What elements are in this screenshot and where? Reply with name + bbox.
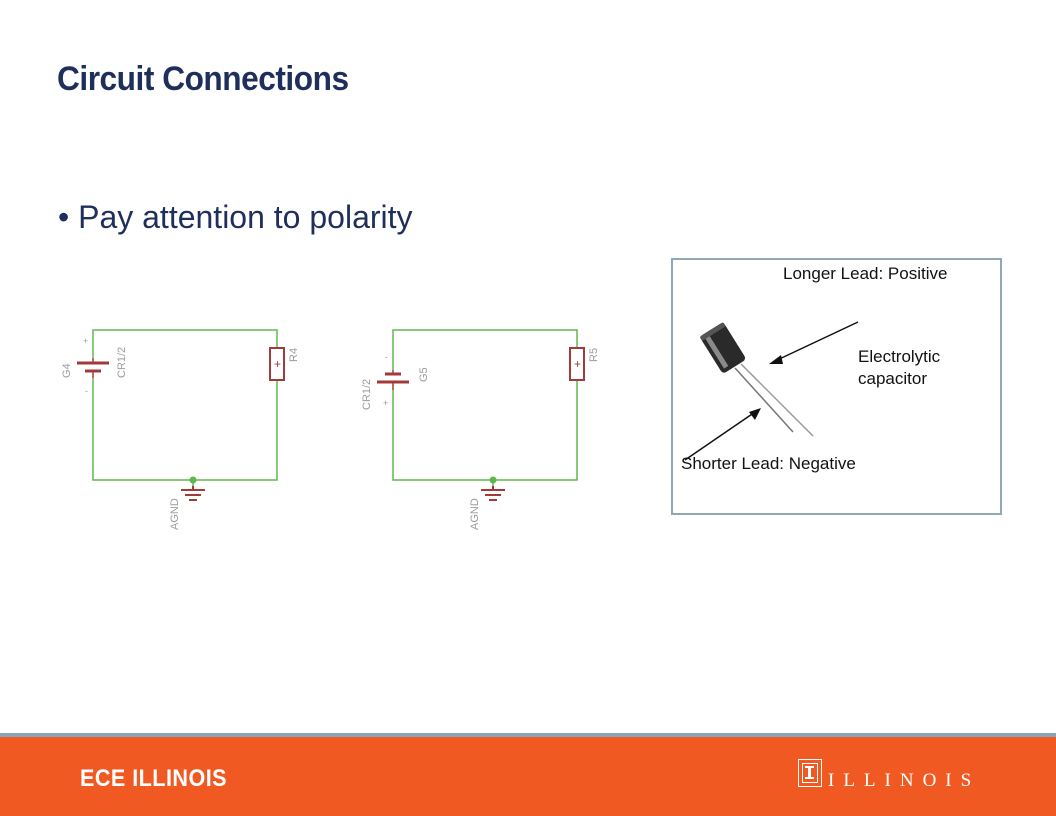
capacitor-name-line2: capacitor: [858, 369, 927, 388]
battery-symbol: [77, 358, 109, 378]
source-bottom-sign: +: [383, 398, 388, 408]
source-bottom-sign: -: [85, 386, 88, 396]
slide-title: Circuit Connections: [57, 60, 349, 98]
circuit-diagram-left: + + - G4 CR1/2 R4 AGND: [55, 320, 300, 535]
capacitor-name-label: Electrolytic capacitor: [858, 346, 940, 390]
source-value-label: CR1/2: [361, 379, 373, 410]
electrolytic-capacitor-figure: Longer Lead: Positive Electrolytic capac…: [671, 258, 1002, 515]
source-reference-label: G5: [418, 367, 430, 382]
source-value-label: CR1/2: [116, 347, 128, 378]
resistor-plus-sign: +: [574, 357, 581, 371]
ground-symbol: [481, 486, 505, 501]
ground-label: AGND: [469, 498, 481, 530]
capacitor-illustration: [700, 322, 814, 437]
battery-symbol: [377, 370, 409, 390]
resistor-symbol: +: [269, 347, 285, 381]
footer-divider: [0, 733, 1056, 737]
resistor-symbol: +: [569, 347, 585, 381]
source-top-sign: -: [385, 352, 388, 362]
junction-dot: [489, 476, 497, 484]
bullet-point: • Pay attention to polarity: [58, 199, 413, 235]
ground-symbol: [181, 486, 205, 501]
department-logo-text: ECE ILLINOIS: [80, 765, 228, 792]
resistor-reference-label: R4: [288, 348, 300, 362]
arrows: [684, 321, 859, 461]
junction-dot: [189, 476, 197, 484]
source-top-sign: +: [83, 336, 88, 346]
university-wordmark: ILLINOIS: [828, 770, 981, 791]
shorter-lead-label: Shorter Lead: Negative: [681, 454, 856, 473]
bullet-text: Pay attention to polarity: [78, 199, 413, 235]
longer-lead-label: Longer Lead: Positive: [783, 264, 948, 283]
source-reference-label: G4: [61, 363, 73, 378]
capacitor-name-line1: Electrolytic: [858, 347, 941, 366]
ground-label: AGND: [169, 498, 181, 530]
wires: [392, 329, 578, 486]
block-i-logo-icon: [798, 759, 822, 787]
resistor-plus-sign: +: [274, 357, 281, 371]
resistor-reference-label: R5: [588, 348, 600, 362]
footer-bar: ECE ILLINOIS ILLINOIS: [0, 737, 1056, 816]
circuit-diagram-right: + - + CR1/2 G5 R5 AGND: [355, 320, 600, 535]
